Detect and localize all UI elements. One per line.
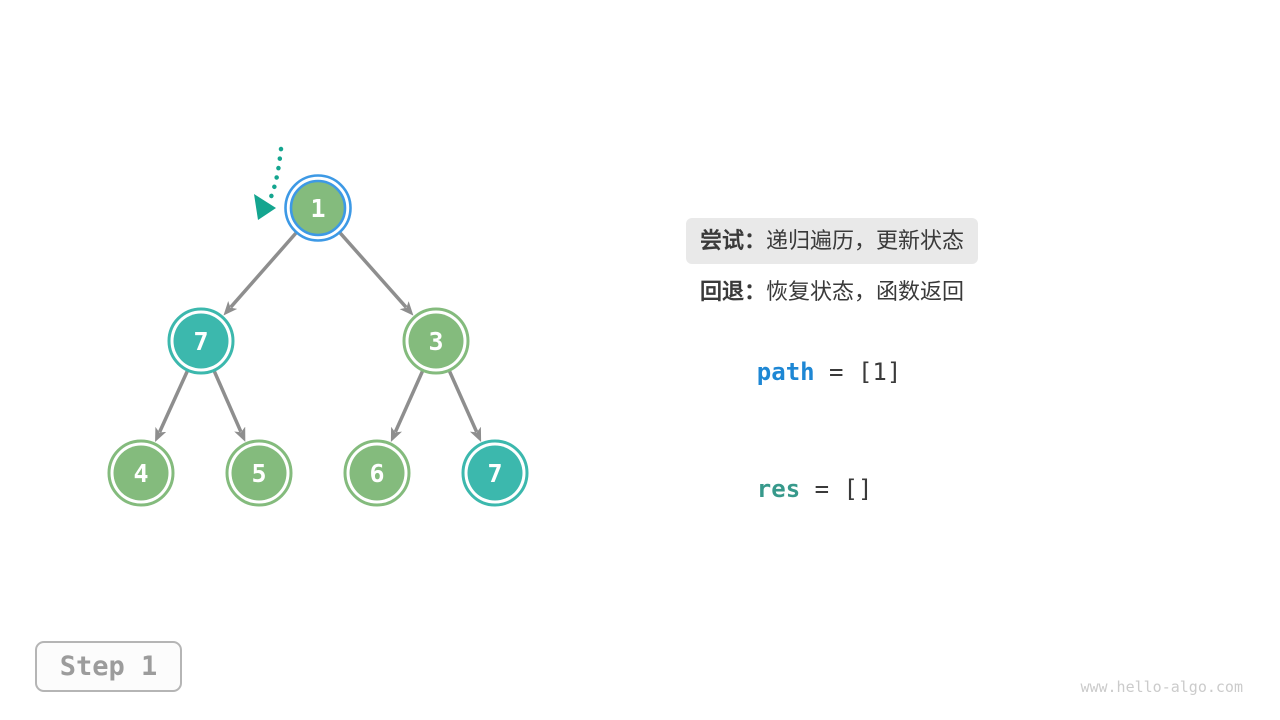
res-variable-name: res — [756, 475, 801, 503]
try-text: 递归遍历，更新状态 — [766, 228, 965, 253]
tree-node-4-3: 4 — [107, 439, 175, 507]
res-variable-value: = [] — [800, 475, 873, 503]
tree-edge — [447, 369, 482, 442]
res-variable-line: res = [] — [699, 447, 873, 531]
step-badge-label: Step 1 — [59, 651, 158, 682]
tree-node-value: 1 — [310, 194, 325, 223]
tree-edge — [155, 369, 190, 443]
tree-node-6-5: 6 — [343, 439, 411, 507]
backtrack-label: 回退： — [700, 279, 767, 304]
tree-node-5-4: 5 — [225, 439, 293, 507]
step-badge: Step 1 — [35, 641, 182, 692]
path-variable-value: = [1] — [814, 358, 902, 386]
tree-node-value: 6 — [369, 459, 384, 488]
tree-node-value: 7 — [193, 327, 208, 356]
tree-node-3-2: 3 — [402, 307, 470, 375]
tree-node-1-0: 1 — [284, 174, 352, 242]
path-variable-line: path = [1] — [699, 330, 902, 414]
tree-node-value: 7 — [487, 459, 502, 488]
current-node-pointer-icon — [254, 146, 284, 220]
try-label: 尝试： — [700, 228, 767, 253]
tree-edge — [337, 230, 414, 316]
try-statement: 尝试：递归遍历，更新状态 — [686, 218, 979, 264]
tree-node-7-1: 7 — [167, 307, 235, 375]
backtrack-text: 恢复状态，函数返回 — [766, 279, 965, 304]
backtrack-statement: 回退：恢复状态，函数返回 — [700, 270, 964, 314]
path-variable-name: path — [756, 358, 815, 386]
tree-node-value: 5 — [251, 459, 266, 488]
tree-edge — [223, 230, 299, 316]
tree-edge — [212, 369, 246, 442]
tree-node-value: 4 — [133, 459, 148, 488]
tree-node-value: 3 — [428, 327, 443, 356]
watermark-url: www.hello-algo.com — [1080, 678, 1243, 696]
tree-edge — [390, 369, 425, 442]
tree-node-7-6: 7 — [461, 439, 529, 507]
